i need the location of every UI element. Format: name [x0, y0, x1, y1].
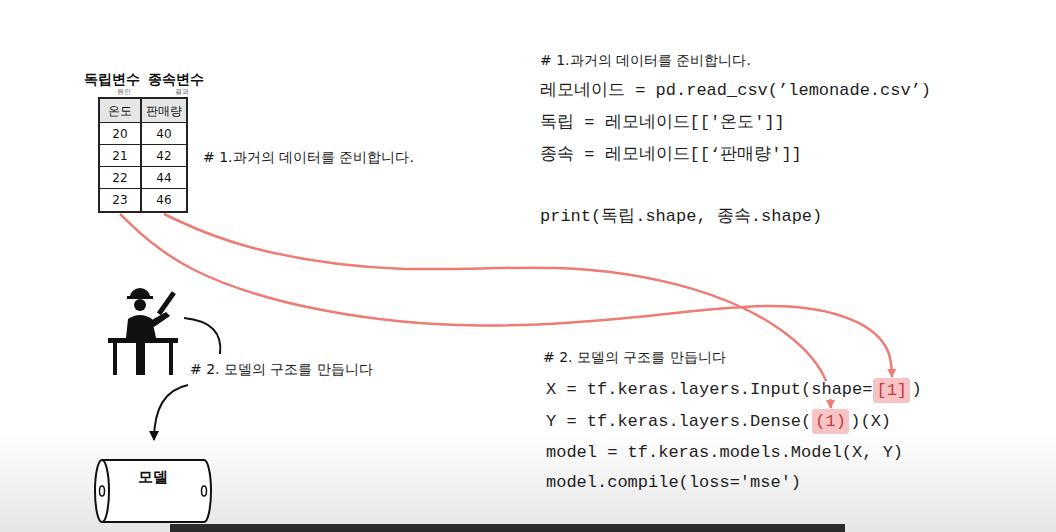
highlighted-token: (1) — [812, 409, 849, 434]
cell-value: 42 — [156, 149, 171, 163]
code-line: 종속 = 레모네이드[[‘판매량']] — [540, 146, 802, 164]
table-cell: 22 — [100, 167, 140, 189]
worker-icon — [108, 288, 178, 375]
table-cell: 온도 — [100, 99, 140, 123]
swing-curve — [184, 318, 220, 354]
table-cell: 44 — [142, 167, 186, 189]
table-cell: 46 — [142, 189, 186, 211]
table-cell: 21 — [100, 145, 140, 167]
cell-value: 20 — [112, 127, 127, 141]
column-heading: 종속변수 — [148, 71, 204, 87]
bottom-shade — [0, 430, 1056, 532]
table-cell: 40 — [142, 123, 186, 145]
cylinder-end — [95, 460, 109, 522]
cell-value: 23 — [112, 193, 127, 207]
cylinder-outline — [93, 458, 213, 524]
table-column: 독립변수원인온도20212223 — [98, 97, 142, 213]
data-link-arrow — [120, 214, 892, 377]
worker-tool — [157, 291, 176, 315]
code-comment: # 2. 모델의 구조를 만듭니다 — [543, 348, 726, 366]
build-arrow — [154, 385, 188, 440]
cylinder-hole — [100, 486, 105, 496]
cylinder-hole — [202, 486, 207, 496]
table-cell: 판매량 — [142, 99, 186, 123]
cell-value: 40 — [156, 127, 171, 141]
code-line: )(X) — [850, 413, 891, 431]
code-line: X = tf.keras.layers.Input(shape= — [546, 381, 872, 399]
worker-head — [134, 299, 146, 311]
cell-value: 44 — [156, 171, 171, 185]
column-subheading: 원인 — [117, 88, 131, 96]
code-line: print(독립.shape, 종속.shape) — [540, 208, 822, 226]
cell-value: 온도 — [108, 104, 132, 118]
cell-value: 22 — [112, 171, 127, 185]
highlighted-token: [1] — [873, 378, 910, 403]
code-comment: # 1.과거의 데이터를 준비합니다. — [540, 51, 751, 69]
model-cylinder: 모델 — [93, 458, 213, 524]
cell-value: 판매량 — [146, 104, 182, 118]
work-table — [108, 338, 178, 343]
step-note: # 2. 모델의 구조를 만듭니다 — [190, 360, 373, 378]
code-line: ) — [911, 381, 921, 399]
table-cell: 20 — [100, 123, 140, 145]
cell-value: 46 — [156, 193, 171, 207]
code-line: model = tf.keras.models.Model(X, Y) — [546, 444, 903, 462]
table-cell: 23 — [100, 189, 140, 211]
column-heading: 독립변수 — [84, 71, 140, 87]
helmet-brim — [127, 296, 153, 299]
step-note: # 1.과거의 데이터를 준비합니다. — [203, 148, 414, 166]
highlight-box: (1) — [812, 409, 849, 434]
column-subheading: 결과 — [175, 88, 189, 96]
highlight-box: [1] — [873, 378, 910, 403]
worker-legs — [136, 343, 145, 375]
code-line: Y = tf.keras.layers.Dense( — [546, 413, 811, 431]
worker-helmet — [130, 288, 150, 297]
table-leg — [113, 343, 117, 375]
table-cell: 42 — [142, 145, 186, 167]
cell-value: 21 — [112, 149, 127, 163]
model-label: 모델 — [93, 468, 213, 486]
code-line: 레모네이드 = pd.read_csv(’lemonade.csv’) — [540, 82, 931, 100]
table-leg — [169, 343, 173, 375]
bottom-bar — [170, 524, 845, 532]
worker-body — [126, 315, 156, 338]
data-link-arrow — [164, 214, 831, 408]
code-line: model.compile(loss='mse') — [546, 474, 801, 492]
table-column: 종속변수결과판매량40424446 — [140, 97, 188, 213]
code-line: 독립 = 레모네이드[['온도']] — [540, 114, 785, 132]
